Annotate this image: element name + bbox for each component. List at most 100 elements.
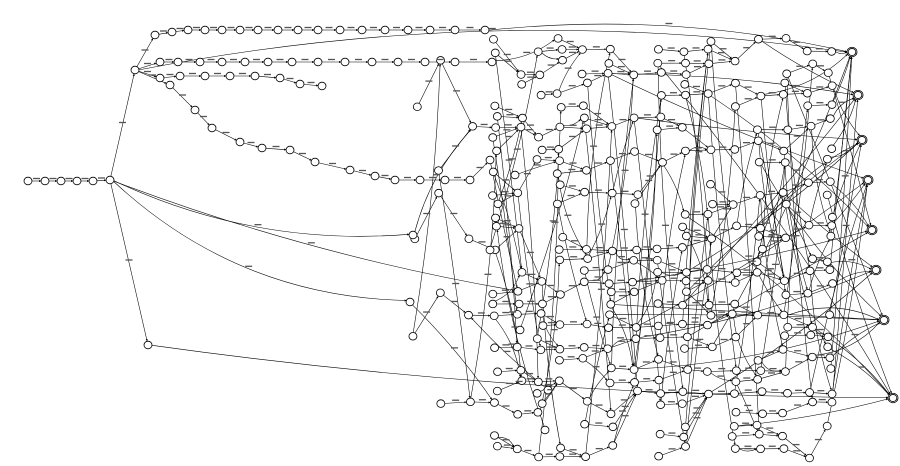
transition-edge (563, 126, 583, 130)
state-node (488, 299, 498, 309)
state-node (488, 133, 498, 142)
state-node (434, 188, 444, 198)
state-node (679, 432, 689, 442)
transition-edge (688, 85, 705, 93)
transition-edge (686, 397, 708, 444)
state-node (512, 444, 522, 454)
state-node (804, 220, 814, 230)
transition-edge (498, 107, 519, 117)
state-node (518, 113, 527, 123)
transition-edge (614, 152, 631, 160)
transition-edge (518, 196, 541, 347)
transition-edge (524, 120, 537, 135)
state-node (393, 57, 403, 67)
transition-edge (163, 75, 177, 78)
state-node (579, 266, 589, 275)
transition-edge (138, 70, 157, 78)
state-node (828, 279, 838, 288)
state-node (780, 367, 790, 376)
transition-edge (471, 317, 546, 388)
transition-edge (566, 238, 584, 248)
state-node (200, 25, 210, 35)
state-node (780, 158, 790, 167)
state-node (805, 266, 815, 276)
state-node (293, 25, 303, 35)
transition-edge (615, 368, 631, 371)
transition-edge (791, 125, 808, 130)
state-node (681, 442, 690, 451)
transition-edge (444, 401, 467, 404)
state-node (753, 310, 763, 320)
transition-edge (499, 129, 519, 149)
transition-edge (787, 92, 804, 95)
transition-edge (661, 126, 679, 130)
state-node (780, 78, 790, 88)
transition-edge (789, 40, 804, 50)
transition-edge (708, 97, 737, 367)
transition-edge (612, 51, 632, 73)
state-node (235, 25, 245, 35)
transition-edge (713, 207, 732, 236)
transition-edge (739, 448, 757, 452)
transition-edge (714, 227, 734, 238)
transition-edge (788, 334, 807, 337)
state-node (190, 105, 200, 115)
state-node (604, 59, 614, 68)
transition-edge (687, 48, 705, 52)
state-node (538, 321, 548, 330)
transition-edge (412, 304, 493, 400)
transition-edge (788, 358, 809, 370)
transition-edge (561, 169, 583, 174)
state-node (408, 230, 418, 240)
state-node (408, 332, 418, 341)
state-node (485, 155, 495, 165)
transition-edge (501, 116, 519, 119)
state-node (754, 35, 763, 44)
transition-edge (495, 275, 520, 302)
state-node (823, 342, 833, 352)
transition-edge (538, 153, 560, 454)
state-node (827, 144, 837, 153)
state-node (516, 366, 526, 375)
transition-edge (830, 56, 853, 365)
transition-edge (588, 196, 612, 256)
state-node (240, 57, 250, 67)
state-node (756, 223, 765, 233)
transition-edge (787, 207, 812, 256)
transition-edge (689, 142, 859, 271)
transition-edge (542, 316, 559, 346)
transition-edge (243, 142, 259, 148)
transition-edge (836, 270, 872, 283)
transition-edge (585, 130, 613, 453)
state-node (681, 90, 690, 100)
transition-edge (760, 426, 779, 435)
transition-edge (611, 78, 635, 365)
transition-edge (545, 296, 557, 303)
state-node (487, 57, 497, 67)
state-node (435, 288, 445, 297)
transition-edge (787, 307, 880, 320)
state-node (582, 319, 592, 329)
state-node (653, 58, 663, 68)
transition-edge (561, 130, 584, 148)
transition-edge (661, 303, 679, 306)
state-node (450, 25, 460, 35)
state-node (680, 422, 690, 432)
transition-edge (715, 338, 733, 346)
transition-edge (784, 154, 808, 290)
state-node (630, 147, 639, 156)
state-node (489, 311, 499, 320)
state-node (517, 80, 527, 89)
transition-edge (738, 273, 754, 282)
transition-edge (688, 216, 890, 395)
state-node (629, 365, 639, 374)
transition-edge (784, 67, 814, 312)
state-node (707, 234, 716, 243)
transition-edge (496, 290, 515, 294)
state-node (778, 90, 788, 99)
state-node (143, 340, 153, 350)
state-node (730, 145, 740, 154)
state-node (633, 190, 643, 199)
state-node (753, 356, 763, 365)
